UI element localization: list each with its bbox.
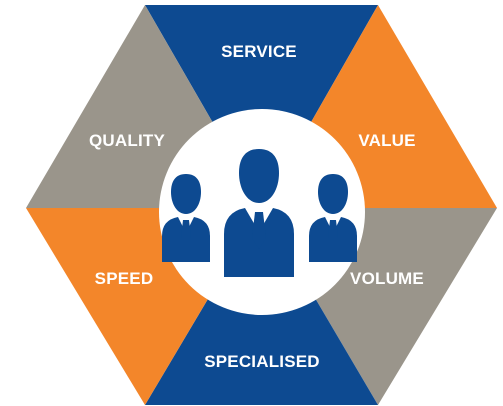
- person-right-icon: [309, 174, 357, 262]
- label-service: SERVICE: [221, 42, 297, 61]
- person-left-icon: [162, 174, 210, 262]
- business-team-icon: [162, 149, 357, 277]
- label-speed: SPEED: [95, 269, 154, 288]
- person-center-icon: [224, 149, 294, 277]
- label-volume: VOLUME: [350, 269, 424, 288]
- label-value: VALUE: [358, 131, 415, 150]
- label-quality: QUALITY: [89, 131, 165, 150]
- label-specialised: SPECIALISED: [204, 352, 320, 371]
- segment-service: [145, 5, 378, 208]
